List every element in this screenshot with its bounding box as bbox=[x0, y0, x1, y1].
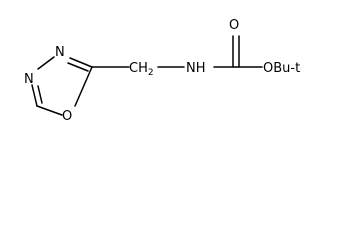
bond-o-c-ring bbox=[36, 105, 63, 116]
structure-drawing: N N O CH2 NH O OBu-t bbox=[24, 18, 300, 124]
ring-nitrogen-top: N bbox=[55, 45, 65, 60]
ester-obu-t: OBu-t bbox=[263, 61, 300, 76]
bond-n-c-double-inner bbox=[67, 62, 89, 72]
molecule-diagram: N N O CH2 NH O OBu-t bbox=[24, 18, 301, 124]
bond-c-n-double-outer bbox=[31, 84, 38, 107]
bond-c-o-ring bbox=[74, 66, 93, 107]
side-chain bbox=[91, 35, 263, 68]
bond-n-c-double-outer bbox=[69, 57, 93, 68]
bond-c-n-double-inner bbox=[37, 85, 43, 104]
methylene-ch: CH bbox=[129, 61, 148, 76]
amine-nh: NH bbox=[186, 61, 206, 76]
bond-n-n bbox=[37, 56, 55, 70]
ring-nitrogen-left: N bbox=[24, 72, 34, 87]
oxadiazole-ring bbox=[31, 56, 93, 116]
methylene-label: CH2 bbox=[129, 61, 154, 78]
ring-oxygen: O bbox=[62, 109, 72, 124]
carbonyl-oxygen: O bbox=[229, 18, 239, 33]
atom-labels: N N O CH2 NH O OBu-t bbox=[24, 18, 300, 124]
methylene-subscript: 2 bbox=[148, 68, 154, 78]
